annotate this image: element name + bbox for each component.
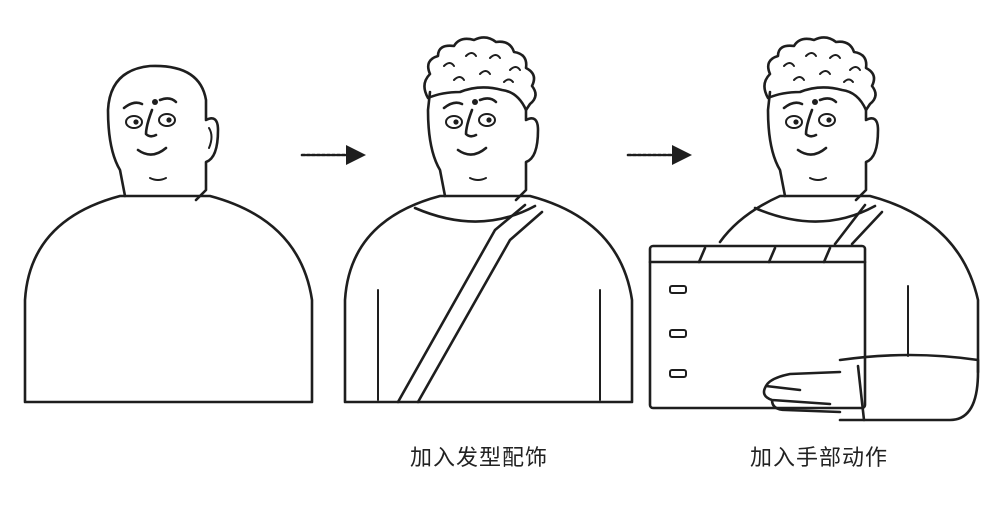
caption-add-hand-action: 加入手部动作 — [750, 446, 889, 471]
figure-base — [23, 64, 314, 404]
hair — [423, 36, 537, 112]
hand — [762, 370, 842, 414]
figure-base-body — [23, 194, 314, 404]
sash — [396, 203, 527, 404]
box-held — [648, 244, 867, 414]
figure-base-head — [106, 64, 220, 202]
figure-hand-action — [718, 36, 980, 422]
arrow-right-icon — [626, 145, 692, 165]
caption-add-hair-accessories: 加入发型配饰 — [410, 446, 549, 471]
arrow-right-icon — [300, 145, 366, 165]
figure-hair-accessories — [343, 36, 634, 404]
